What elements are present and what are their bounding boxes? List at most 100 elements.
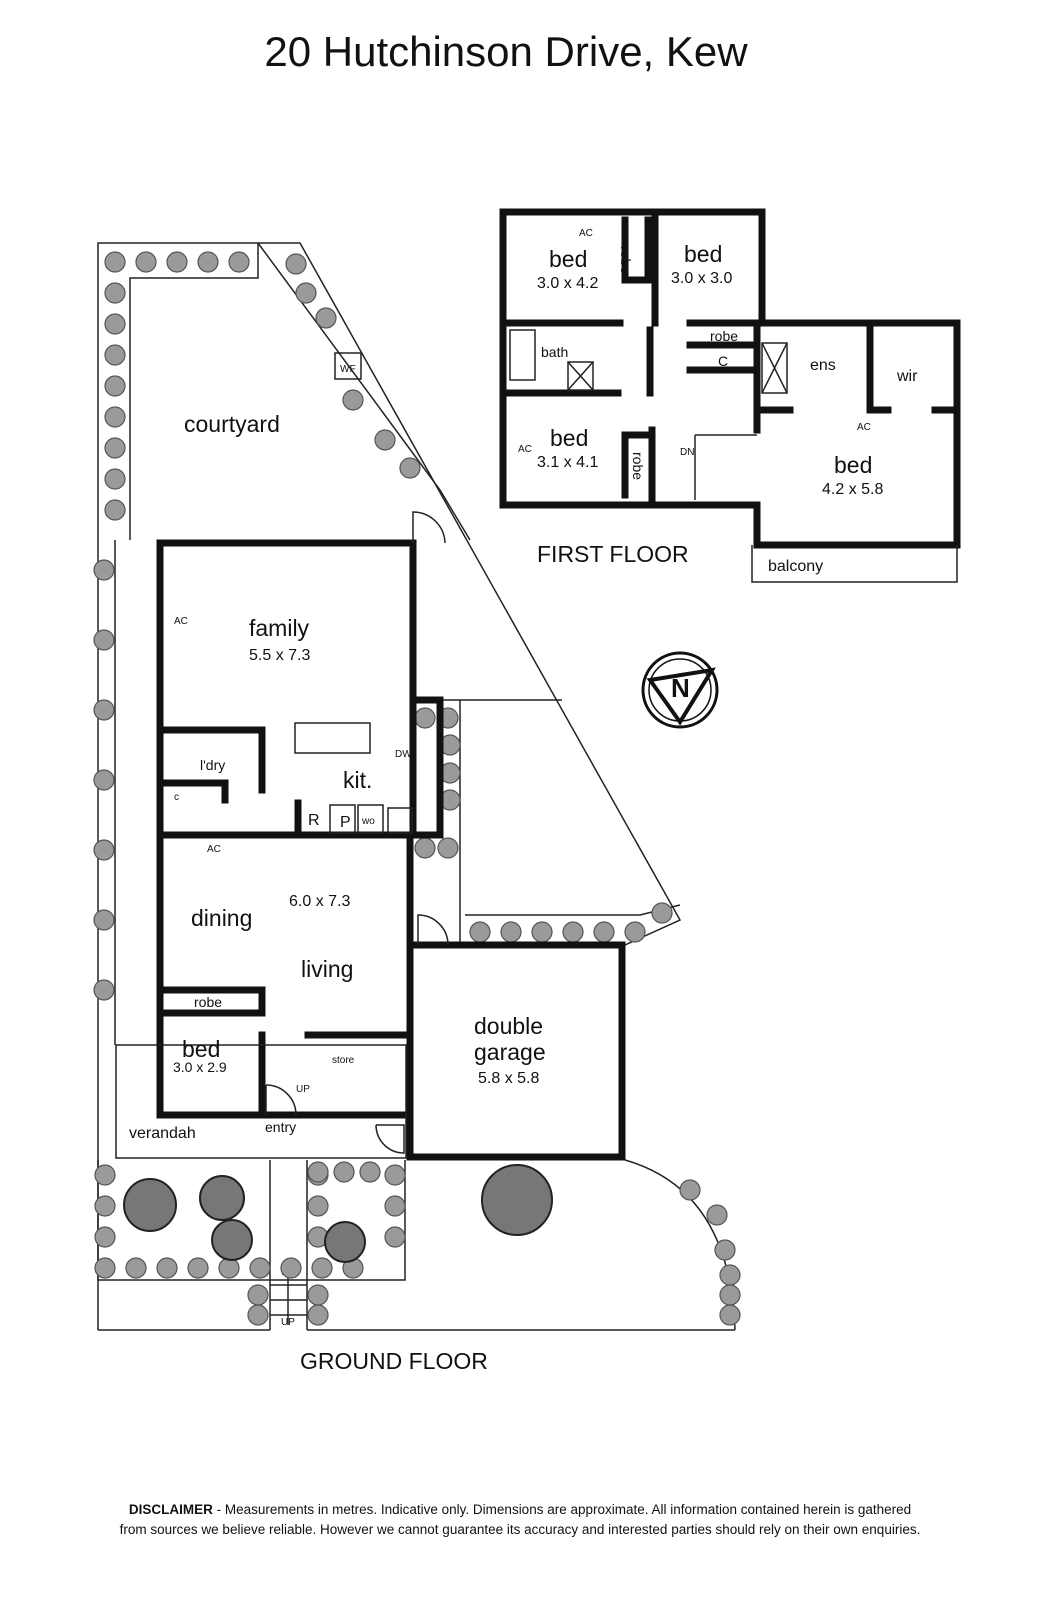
room-bed-3-dims: 3.1 x 4.1 (537, 454, 598, 471)
shrub (93, 839, 115, 861)
shrub (285, 253, 307, 275)
shrub (104, 406, 126, 428)
shrub (166, 251, 188, 273)
shrub (93, 699, 115, 721)
disclaimer-line-2: from sources we believe reliable. Howeve… (119, 1522, 921, 1537)
shrub (280, 1257, 302, 1279)
shrub (228, 251, 250, 273)
shrub (651, 902, 673, 924)
shrub (315, 307, 337, 329)
shrub (94, 1164, 116, 1186)
trees (123, 1164, 553, 1263)
disclaimer-line-1: - Measurements in metres. Indicative onl… (212, 1502, 912, 1517)
disclaimer-heading: DISCLAIMER (128, 1502, 213, 1517)
steps-up: UP (281, 1317, 295, 1328)
room-bed-4-dims: 4.2 x 5.8 (822, 481, 883, 498)
shrub (384, 1164, 406, 1186)
shrub (593, 921, 615, 943)
shrub (135, 251, 157, 273)
room-robe: robe (194, 994, 222, 1010)
room-garage-dims: 5.8 x 5.8 (478, 1070, 539, 1087)
shrub (414, 707, 436, 729)
shrub (679, 1179, 701, 1201)
shrub (247, 1284, 269, 1306)
disclaimer: DISCLAIMER - Measurements in metres. Ind… (0, 1500, 1040, 1540)
shrubs (93, 251, 741, 1326)
fixture-ac-1: AC (579, 228, 593, 239)
shrub (156, 1257, 178, 1279)
shrub (93, 909, 115, 931)
ground-floor-labels: courtyard family 5.5 x 7.3 kit. l'dry di… (129, 364, 546, 1374)
shrub (706, 1204, 728, 1226)
shrub (719, 1304, 741, 1326)
shrub (104, 437, 126, 459)
room-c: C (718, 353, 728, 369)
shrub (342, 389, 364, 411)
fixture-dw: DW (395, 749, 412, 760)
shrub (104, 282, 126, 304)
shrub (311, 1257, 333, 1279)
room-garage-2: garage (474, 1039, 546, 1065)
room-verandah: verandah (129, 1125, 196, 1142)
room-ens: ens (810, 357, 836, 374)
shrub (104, 499, 126, 521)
shrub (93, 979, 115, 1001)
room-family: family (249, 615, 310, 641)
shrub (93, 559, 115, 581)
fixture-ac-2: AC (207, 844, 221, 855)
stairs-down: DN (680, 447, 694, 458)
shrub (719, 1284, 741, 1306)
page-title: 20 Hutchinson Drive, Kew (264, 28, 748, 75)
shrub (197, 251, 219, 273)
shrub (437, 837, 459, 859)
fixture-ac-2: AC (518, 444, 532, 455)
room-bed-4: bed (834, 452, 872, 478)
shrub (94, 1257, 116, 1279)
room-garage-1: double (474, 1013, 543, 1039)
shrub (307, 1161, 329, 1183)
shrub (384, 1195, 406, 1217)
room-courtyard: courtyard (184, 411, 280, 437)
shrub (719, 1264, 741, 1286)
shrub (307, 1304, 329, 1326)
shrub (399, 457, 421, 479)
shrub (218, 1257, 240, 1279)
room-entry: entry (265, 1119, 296, 1135)
room-kitchen: kit. (343, 767, 372, 793)
fixture-ac-3: AC (857, 422, 871, 433)
shrub (104, 313, 126, 335)
room-bed-3: bed (550, 425, 588, 451)
fixture-r: R (308, 812, 320, 829)
shrub (714, 1239, 736, 1261)
room-laundry: l'dry (200, 757, 225, 773)
shrub (93, 769, 115, 791)
shrub (359, 1161, 381, 1183)
shrub (104, 375, 126, 397)
shrub (500, 921, 522, 943)
fixture-wf: WF (340, 364, 356, 375)
compass-north-label: N (671, 673, 690, 703)
compass-icon: N (641, 651, 719, 729)
room-dining: dining (191, 905, 252, 931)
shrub (624, 921, 646, 943)
shrub (94, 1226, 116, 1248)
room-wir: wir (896, 368, 918, 385)
room-bed: bed (182, 1036, 220, 1062)
room-store: store (332, 1055, 355, 1066)
ground-floor-walls (115, 511, 626, 1161)
stairs-up: UP (296, 1084, 310, 1095)
first-floor-walls (499, 208, 961, 583)
shrub (562, 921, 584, 943)
shrub (187, 1257, 209, 1279)
shrub (469, 921, 491, 943)
ground-floor-label: GROUND FLOOR (300, 1348, 488, 1374)
fixture-ac: AC (174, 616, 188, 627)
room-bed-2-dims: 3.0 x 3.0 (671, 270, 732, 287)
room-bed-1-dims: 3.0 x 4.2 (537, 275, 598, 292)
shrub (249, 1257, 271, 1279)
shrub (104, 251, 126, 273)
room-balcony: balcony (768, 558, 823, 575)
room-robe-1: robe (618, 246, 634, 274)
room-bed-2: bed (684, 241, 722, 267)
